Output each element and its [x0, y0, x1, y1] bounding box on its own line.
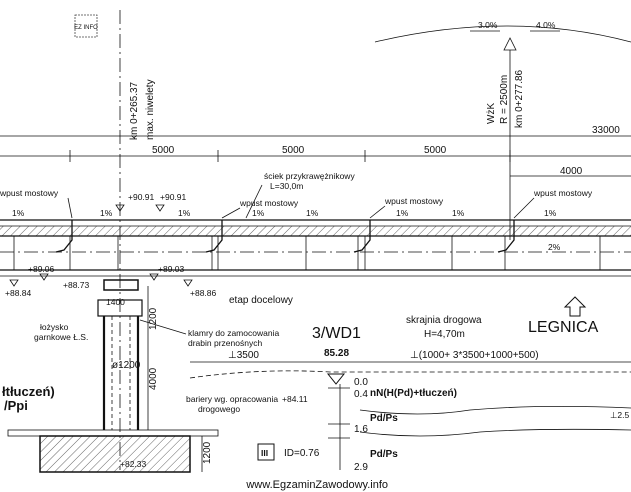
ez-info-logo: EZ INFO [74, 14, 98, 38]
elev-e5: +88.84 [5, 288, 32, 298]
curve-km: km 0+277.86 [514, 69, 525, 128]
direction-arrow-icon [563, 296, 587, 317]
dim-1400: 1400 [106, 297, 125, 307]
pct-3: 1% [178, 208, 191, 218]
elev-e7: +88.86 [190, 288, 217, 298]
station-level-note: max. niwelety [145, 79, 156, 140]
right-cut-label: ⊥2.5 [610, 410, 629, 420]
curve-wk: WżK [486, 103, 497, 124]
pct-6: 1% [396, 208, 409, 218]
gutter-label-2: L=30,0m [270, 181, 303, 191]
drain-label-3: wpust mostowy [384, 196, 444, 206]
left-soil-1: łtłuczeń) [2, 384, 55, 399]
bridge-deck [0, 219, 631, 277]
dim-span-3: 5000 [424, 145, 447, 156]
class-box [257, 443, 275, 461]
depth-04: 0.4 [354, 389, 368, 400]
elev-e8: +84.11 [282, 394, 308, 404]
depth-16: 1.6 [354, 424, 368, 435]
barrier-label-2: drogowego [198, 404, 240, 414]
bridge-pier: 1400 ø1200 1200 4000 1200 +82.33 [7, 279, 219, 473]
bearing-label-1: łożysko [40, 322, 69, 332]
pct-2: 1% [100, 208, 113, 218]
clearance-label-1: skrajnia drogowa [406, 315, 482, 326]
dim-span-2: 5000 [282, 145, 305, 156]
pct-5: 1% [306, 208, 319, 218]
drain-label-1: wpust mostowy [0, 188, 59, 198]
left-soil-2: /Ppi [4, 398, 28, 413]
pct-7: 1% [452, 208, 465, 218]
pct-8: 1% [544, 208, 557, 218]
soil-layer-3: Pd/Ps [370, 449, 398, 460]
elev-e9: +82.33 [120, 459, 147, 469]
depth-0: 0.0 [354, 377, 368, 388]
bearing-label-2: garnkowe Ł.S. [34, 332, 88, 342]
clamp-label-1: klamry do zamocowania [188, 328, 279, 338]
section-label: 3/WD1 [312, 325, 361, 342]
depth-29: 2.9 [354, 462, 368, 473]
dim-dia-1200: ø1200 [112, 360, 141, 371]
elev-e1: +90.91 [128, 192, 155, 202]
slope-right: 4.0% [536, 20, 556, 30]
soil-layer-1: nN(H(Pd)+tłuczeń) [370, 388, 457, 399]
dim-33000: 33000 [592, 125, 620, 136]
watermark-text: www.EgzaminZawodowy.info [245, 479, 388, 491]
pct-1: 1% [12, 208, 25, 218]
dim-3500: ⊥3500 [228, 350, 259, 361]
logo-text: EZ INFO [74, 25, 98, 31]
pct-4: 1% [252, 208, 265, 218]
elev-e4: +89.03 [158, 264, 185, 274]
dim-1200-top: 1200 [148, 307, 159, 330]
stage-label: etap docelowy [229, 295, 293, 306]
curve-r: R = 2500m [499, 75, 510, 124]
elev-e2: +90.91 [160, 192, 187, 202]
station-level-km: km 0+265.37 [129, 81, 140, 140]
class-box-label: III [261, 448, 268, 458]
elev-e6: +88.73 [63, 280, 90, 290]
dim-4000: 4000 [148, 367, 159, 390]
id-value: ID=0.76 [284, 448, 320, 459]
dim-1200-bottom: 1200 [202, 441, 213, 464]
deck-girders [13, 236, 601, 270]
clamp-label-2: drabin przenośnych [188, 338, 262, 348]
drain-label-4: wpust mostowy [533, 188, 593, 198]
dim-formula: ⊥(1000+ 3*3500+1000+500) [410, 350, 539, 361]
pct-9: 2% [548, 242, 561, 252]
dim-span-right: 4000 [560, 166, 583, 177]
vertical-curve [374, 25, 631, 43]
clearance-label-2: H=4,70m [424, 329, 465, 340]
barrier-label-1: bariery wg. opracowania [186, 394, 278, 404]
gutter-label-1: ściek przykrawężnikowy [264, 171, 355, 181]
city-label: LEGNICA [528, 319, 599, 336]
elev-e3: +89.06 [28, 264, 55, 274]
dim-span-1: 5000 [152, 145, 175, 156]
curve-arrow [503, 37, 517, 51]
soil-layer-2: Pd/Ps [370, 413, 398, 424]
slope-left: 3.0% [478, 20, 498, 30]
boring-log: 0.0 0.4 1.6 2.9 nN(H(Pd)+tłuczeń) Pd/Ps … [326, 373, 457, 473]
drain-label-2: wpust mostowy [239, 198, 299, 208]
section-value: 85.28 [324, 348, 349, 359]
